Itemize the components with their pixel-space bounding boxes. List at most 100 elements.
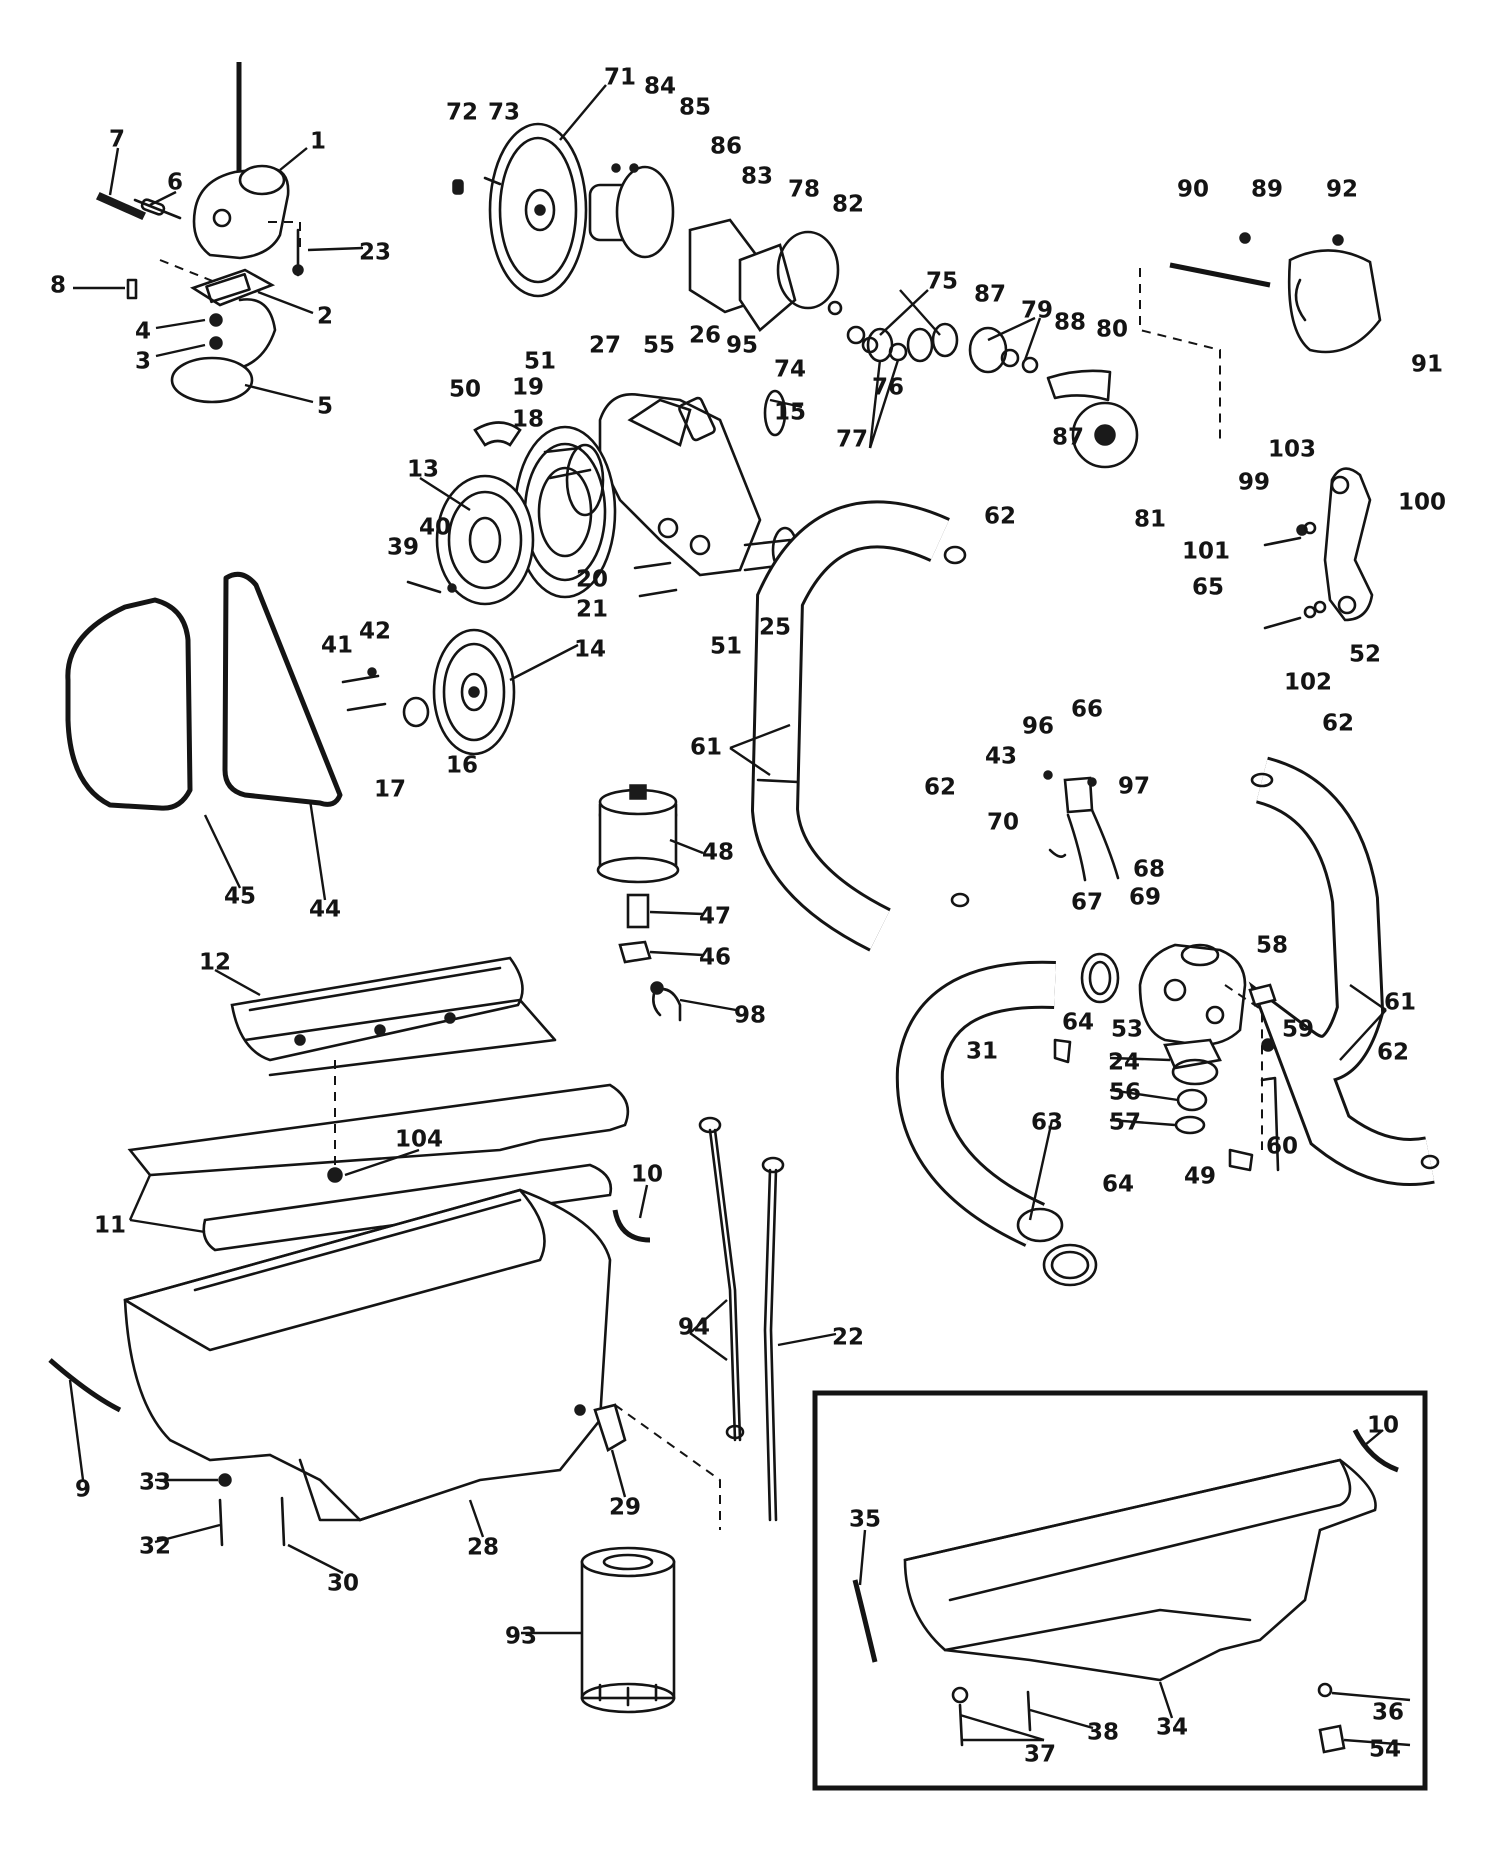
part-callout-62: 62: [1377, 1040, 1409, 1066]
part-callout-70: 70: [987, 810, 1019, 836]
part-callout-2: 2: [317, 304, 333, 330]
part-callout-38: 38: [1087, 1720, 1119, 1746]
part-callout-20: 20: [576, 567, 608, 593]
part-callout-14: 14: [574, 637, 606, 663]
part-callout-51: 51: [710, 634, 742, 660]
part-callout-7: 7: [109, 127, 125, 153]
part-callout-15: 15: [774, 400, 806, 426]
oil-filter: [580, 1546, 676, 1714]
part-callout-46: 46: [699, 945, 731, 971]
part-callout-66: 66: [1071, 697, 1103, 723]
drive-belts: [65, 571, 343, 811]
part-callout-62: 62: [924, 775, 956, 801]
part-callout-104: 104: [395, 1127, 443, 1153]
part-callout-64: 64: [1062, 1010, 1094, 1036]
part-callout-numbers: 1234567891010111213141516171819202122232…: [50, 65, 1446, 1768]
part-callout-24: 24: [1108, 1050, 1140, 1076]
part-callout-60: 60: [1266, 1134, 1298, 1160]
part-callout-77: 77: [836, 427, 868, 453]
part-callout-18: 18: [512, 407, 544, 433]
part-callout-35: 35: [849, 1507, 881, 1533]
part-callout-71: 71: [604, 65, 636, 91]
coolant-hoses: [750, 500, 1440, 1287]
part-callout-84: 84: [644, 74, 676, 100]
part-callout-1: 1: [310, 129, 326, 155]
part-callout-55: 55: [643, 333, 675, 359]
part-callout-75: 75: [926, 269, 958, 295]
part-callout-25: 25: [759, 615, 791, 641]
part-callout-59: 59: [1282, 1017, 1314, 1043]
part-callout-61: 61: [690, 735, 722, 761]
part-callout-28: 28: [467, 1535, 499, 1561]
part-callout-87: 87: [974, 282, 1006, 308]
part-callout-56: 56: [1109, 1080, 1141, 1106]
part-callout-95: 95: [726, 333, 758, 359]
part-callout-78: 78: [788, 177, 820, 203]
part-callout-63: 63: [1031, 1110, 1063, 1136]
part-callout-33: 33: [139, 1470, 171, 1496]
part-callout-34: 34: [1156, 1715, 1188, 1741]
part-callout-43: 43: [985, 744, 1017, 770]
part-callout-9: 9: [75, 1477, 91, 1503]
part-callout-72: 72: [446, 100, 478, 126]
part-callout-101: 101: [1182, 539, 1230, 565]
part-callout-49: 49: [1184, 1164, 1216, 1190]
part-callout-83: 83: [741, 164, 773, 190]
part-callout-62: 62: [1322, 711, 1354, 737]
oil-pump-assembly: [95, 62, 304, 404]
part-callout-53: 53: [1111, 1017, 1143, 1043]
part-callout-11: 11: [94, 1213, 126, 1239]
inset-alternate-oil-pan: [812, 1390, 1428, 1791]
part-callout-47: 47: [699, 904, 731, 930]
part-callout-86: 86: [710, 134, 742, 160]
part-callout-102: 102: [1284, 670, 1332, 696]
part-callout-12: 12: [199, 950, 231, 976]
part-callout-89: 89: [1251, 177, 1283, 203]
part-callout-81: 81: [1134, 507, 1166, 533]
part-callout-6: 6: [167, 170, 183, 196]
valley-cover-and-gaskets: [127, 956, 630, 1252]
main-oil-pan: [48, 1188, 721, 1547]
part-callout-10: 10: [1367, 1413, 1399, 1439]
part-callout-29: 29: [609, 1495, 641, 1521]
part-callout-31: 31: [966, 1039, 998, 1065]
part-callout-91: 91: [1411, 352, 1443, 378]
part-callout-52: 52: [1349, 642, 1381, 668]
part-callout-13: 13: [407, 457, 439, 483]
part-callout-40: 40: [419, 515, 451, 541]
part-callout-103: 103: [1268, 437, 1316, 463]
part-callout-17: 17: [374, 777, 406, 803]
part-callout-3: 3: [135, 349, 151, 375]
part-callout-74: 74: [774, 357, 806, 383]
water-pump-assembly: [341, 122, 1382, 756]
part-callout-90: 90: [1177, 177, 1209, 203]
part-callout-73: 73: [488, 100, 520, 126]
part-callout-37: 37: [1024, 1742, 1056, 1768]
part-callout-54: 54: [1369, 1737, 1401, 1763]
part-callout-32: 32: [139, 1534, 171, 1560]
part-callout-39: 39: [387, 535, 419, 561]
part-callout-69: 69: [1129, 885, 1161, 911]
part-callout-98: 98: [734, 1003, 766, 1029]
part-callout-8: 8: [50, 273, 66, 299]
part-callout-48: 48: [702, 840, 734, 866]
part-callout-88: 88: [1054, 310, 1086, 336]
part-callout-27: 27: [589, 333, 621, 359]
thermostat-housing: [1043, 770, 1280, 1172]
part-callout-44: 44: [309, 897, 341, 923]
part-callout-51: 51: [524, 349, 556, 375]
part-callout-50: 50: [449, 377, 481, 403]
leader-lines: [68, 84, 1411, 1747]
part-callout-87: 87: [1052, 425, 1084, 451]
part-callout-62: 62: [984, 504, 1016, 530]
part-callout-99: 99: [1238, 470, 1270, 496]
part-callout-57: 57: [1109, 1110, 1141, 1136]
part-callout-68: 68: [1133, 857, 1165, 883]
part-callout-85: 85: [679, 95, 711, 121]
part-callout-26: 26: [689, 323, 721, 349]
part-callout-94: 94: [678, 1315, 710, 1341]
part-callout-23: 23: [359, 240, 391, 266]
dipsticks: [698, 1116, 785, 1522]
part-callout-45: 45: [224, 884, 256, 910]
